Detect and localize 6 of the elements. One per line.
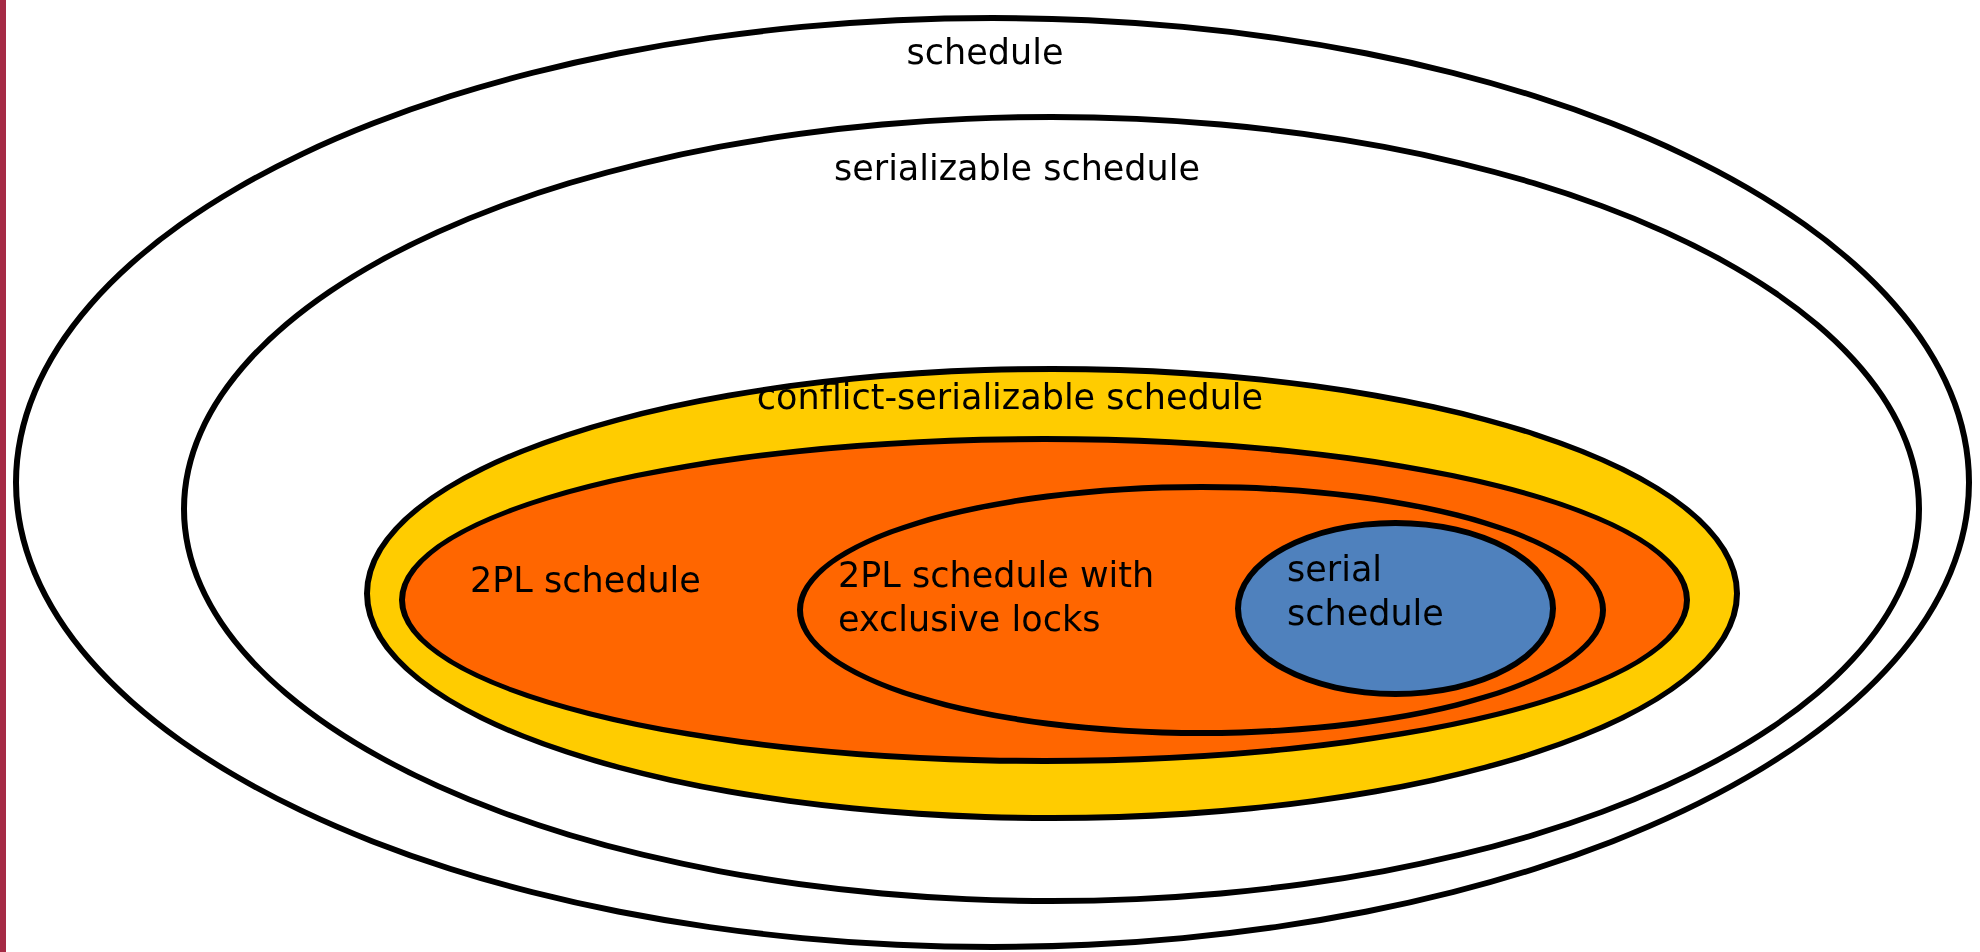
- set-label: conflict-serializable schedule: [755, 376, 1265, 419]
- set-label: 2PL schedule with exclusive locks: [838, 554, 1156, 641]
- set-label: serial schedule: [1287, 548, 1445, 635]
- set-label: schedule: [905, 31, 1065, 74]
- set-label: 2PL schedule: [470, 559, 702, 602]
- set-label: serializable schedule: [832, 147, 1202, 190]
